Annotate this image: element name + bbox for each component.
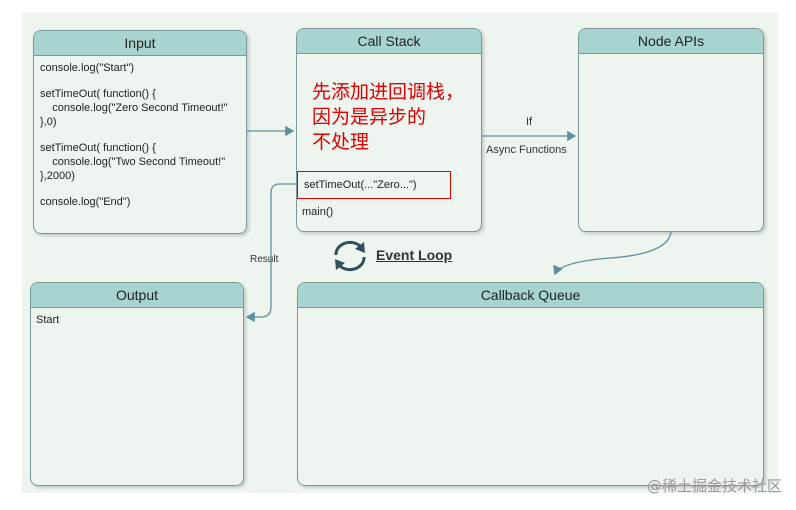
input-line-1: console.log("Start") bbox=[40, 62, 135, 74]
input-line-7: },2000) bbox=[40, 170, 75, 182]
if-label: If bbox=[526, 116, 533, 128]
output-line-1: Start bbox=[36, 314, 60, 326]
call-stack-title: Call Stack bbox=[297, 29, 481, 54]
async-functions-label: Async Functions bbox=[486, 144, 567, 156]
callback-queue-title: Callback Queue bbox=[298, 283, 763, 308]
input-line-4: },0) bbox=[40, 116, 57, 128]
input-box: Input console.log("Start") setTimeOut( f… bbox=[33, 30, 247, 234]
input-line-2: setTimeOut( function() { bbox=[40, 88, 156, 100]
annotation-line-2: 因为是异步的 bbox=[312, 106, 427, 128]
input-line-5: setTimeOut( function() { bbox=[40, 142, 156, 154]
output-box: Output Start bbox=[30, 282, 244, 486]
output-title: Output bbox=[31, 283, 243, 308]
node-apis-to-callback-queue-arrow bbox=[553, 231, 672, 276]
event-loop-label: Event Loop bbox=[376, 247, 453, 263]
call-stack-frame-main: main() bbox=[302, 206, 334, 218]
input-line-3: console.log("Zero Second Timeout!" bbox=[40, 102, 228, 114]
input-title: Input bbox=[34, 31, 246, 56]
annotation-line-1: 先添加进回调栈， bbox=[312, 81, 465, 103]
input-line-6: console.log("Two Second Timeout!" bbox=[40, 156, 226, 168]
callback-queue-box: Callback Queue bbox=[297, 282, 764, 486]
highlighted-stack-frame: setTimeOut(..."Zero...") bbox=[297, 171, 451, 199]
node-apis-title: Node APIs bbox=[579, 29, 763, 54]
watermark: @稀土掘金技术社区 bbox=[646, 477, 782, 495]
result-label: Result bbox=[250, 254, 279, 265]
input-line-8: console.log("End") bbox=[40, 196, 131, 208]
call-stack-frame-settimeout: setTimeOut(..."Zero...") bbox=[304, 179, 417, 191]
event-loop-icon bbox=[334, 240, 366, 272]
call-stack-to-output-arrow bbox=[245, 183, 296, 323]
annotation-line-3: 不处理 bbox=[312, 131, 370, 153]
node-apis-box: Node APIs bbox=[578, 28, 764, 232]
